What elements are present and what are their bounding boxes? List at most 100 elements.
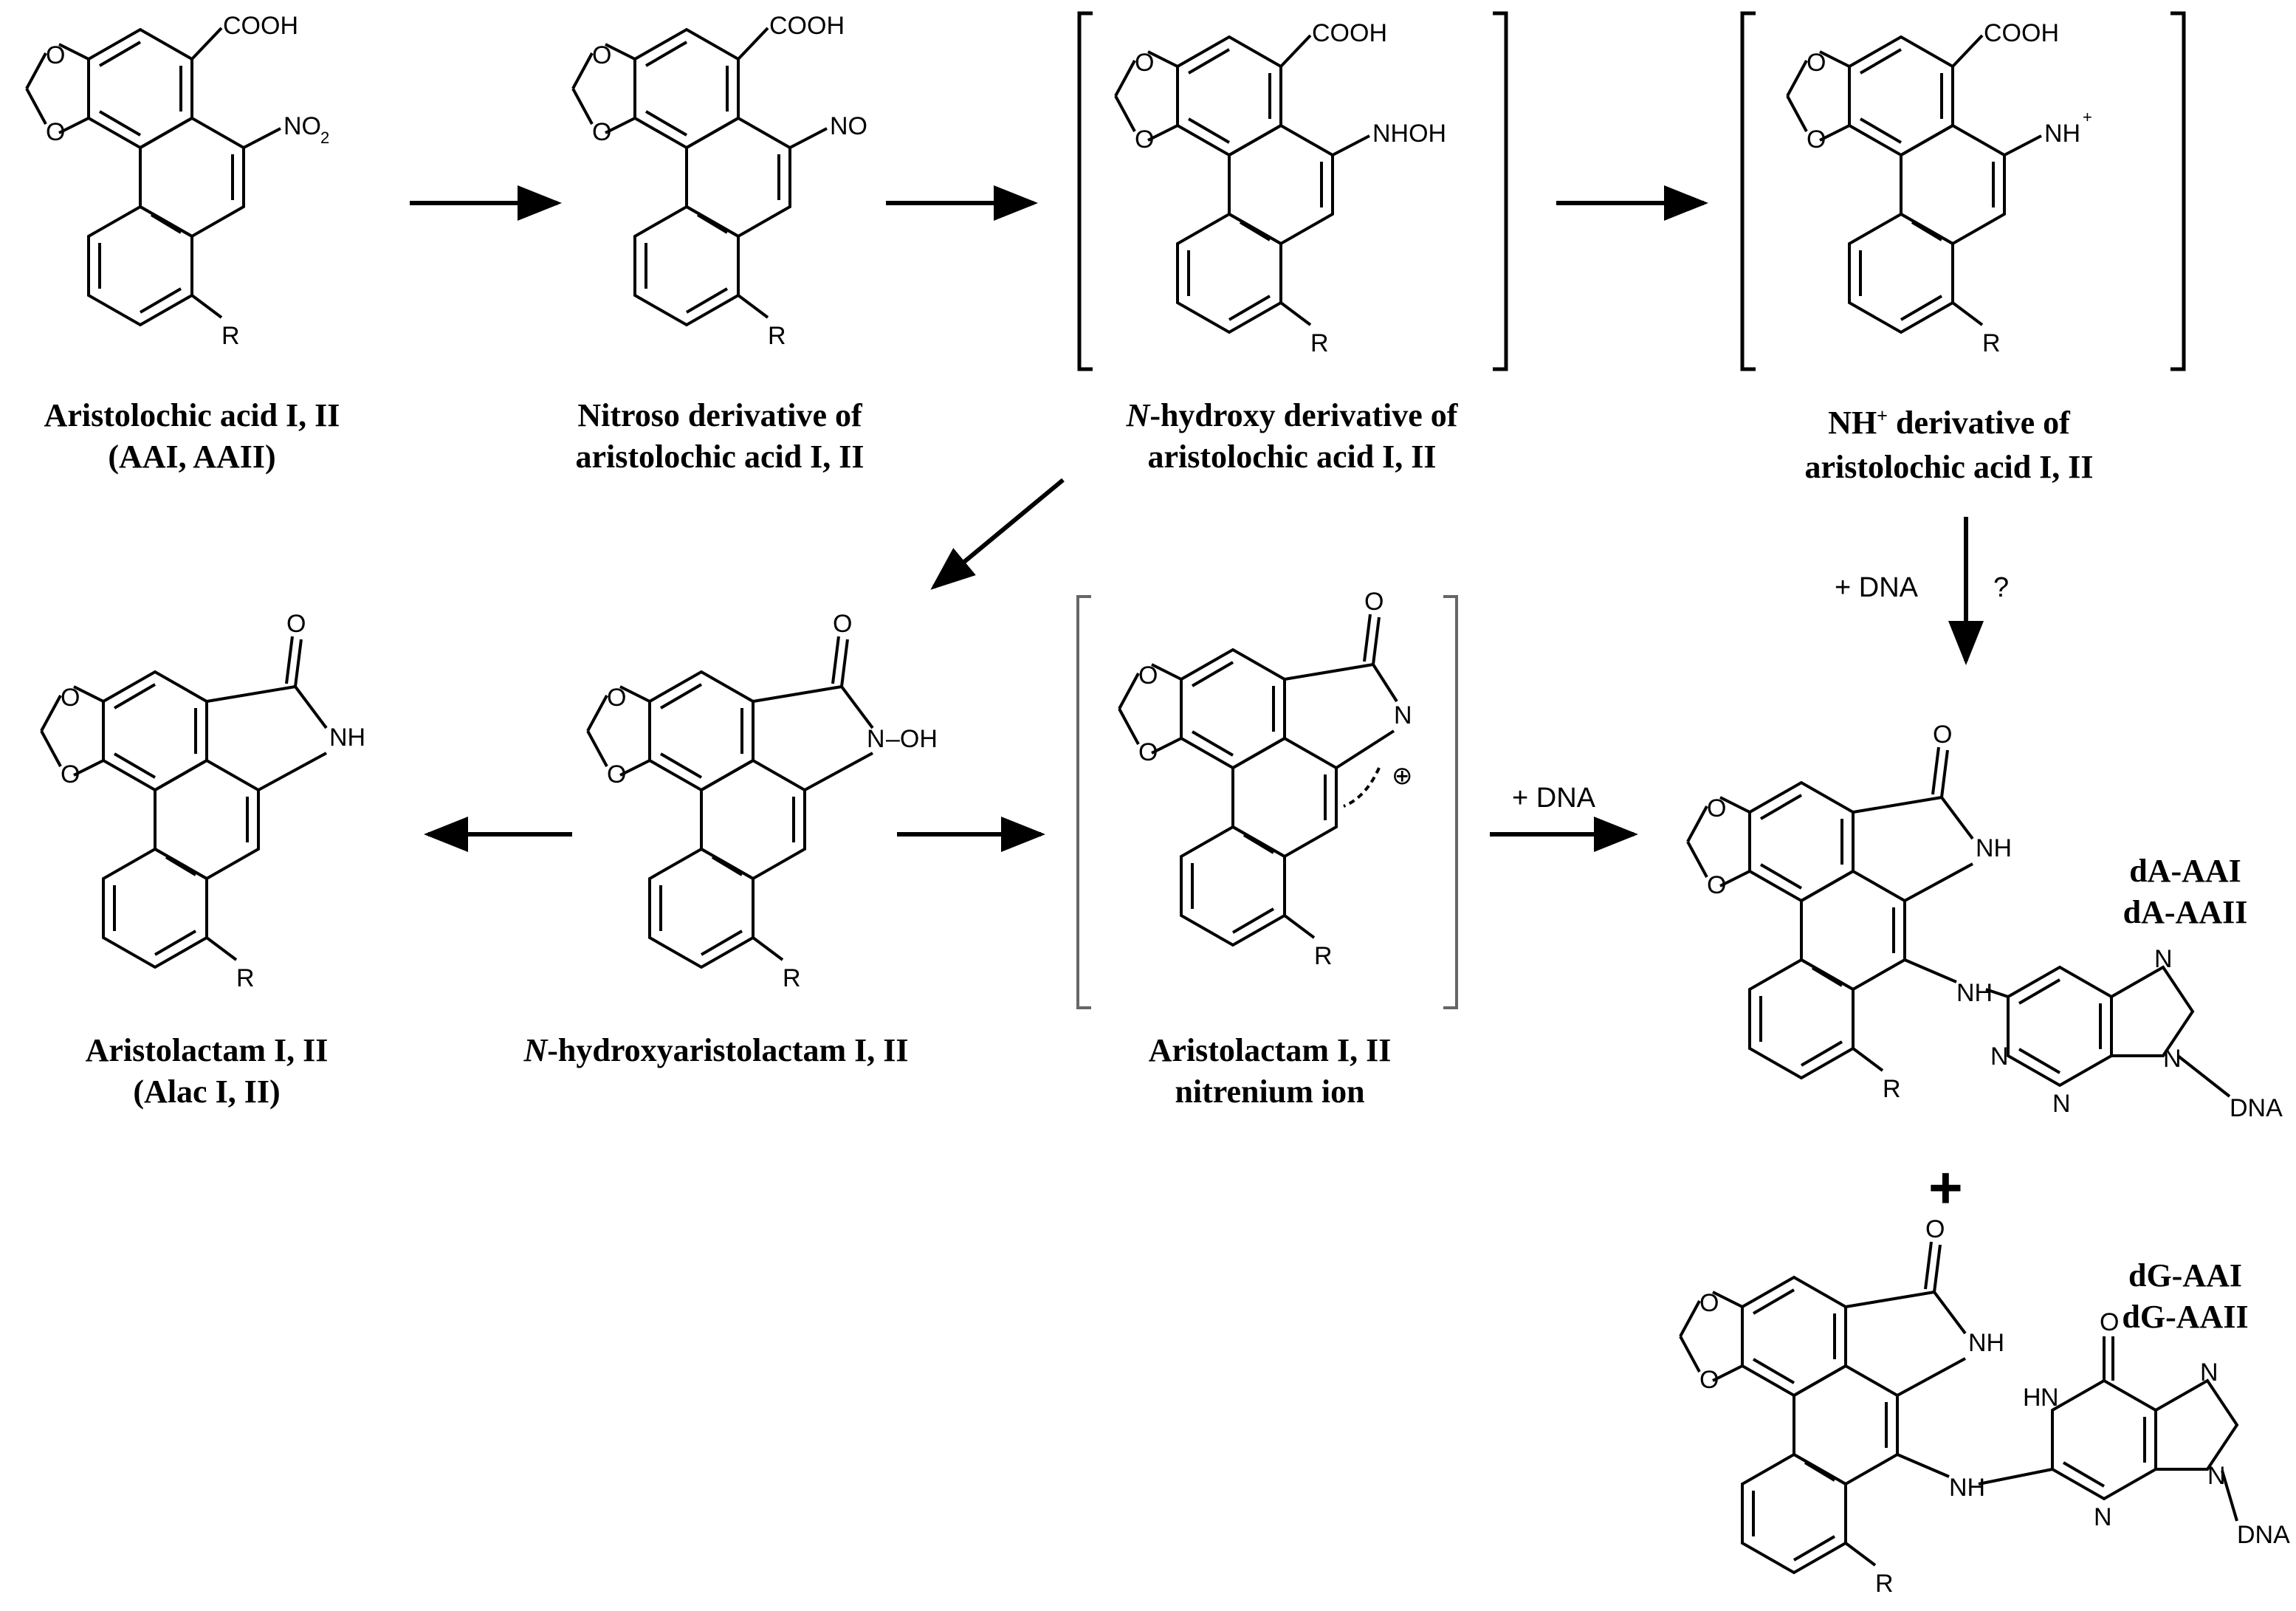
atom-n: N [1394, 701, 1412, 729]
molecule-nitrenium-ion: O O O N ⊕ R [1118, 588, 1413, 970]
molecule-dg-adduct: O O O NH NH O H N N N N DNA [1679, 1215, 2290, 1598]
bracket-left-nhplus [1740, 11, 1756, 371]
atom-o-carbonyl: O [1364, 588, 1384, 616]
atom-no2-subscript: 2 [320, 128, 329, 147]
atom-n-hydroxy: N [867, 725, 885, 753]
caption-n-hydroxy-italic-n: N [1126, 397, 1150, 433]
atom-nh-plus-charge: + [2083, 108, 2092, 126]
atom-o-2: O [1699, 1366, 1719, 1394]
caption-nitrenium-line1: Aristolactam I, II [1148, 1032, 1392, 1068]
caption-nitroso-line1: Nitroso derivative of [577, 397, 862, 433]
plus-between-adducts: + [1928, 1155, 1963, 1220]
atom-r: R [1883, 1075, 1901, 1103]
caption-n-hydroxy-derivative: N-hydroxy derivative of aristolochic aci… [1063, 395, 1521, 478]
atom-o-1: O [607, 684, 626, 712]
label-dg-aai: dG-AAI [2128, 1257, 2243, 1294]
atom-o-2: O [1707, 871, 1726, 899]
atom-n7: N [2200, 1358, 2218, 1387]
atom-o-2: O [46, 118, 65, 146]
atom-o-2: O [592, 118, 611, 146]
caption-n-hydroxyaristolactam-line1: N-hydroxyaristolactam I, II [472, 1030, 960, 1071]
atom-no: NO [830, 112, 867, 140]
atom-n7: N [2154, 945, 2173, 973]
molecule-aristolochic-acid: O O COOH NO 2 R [25, 12, 329, 350]
atom-n3: N [1990, 1042, 2009, 1071]
label-dg-adducts: dG-AAI dG-AAII [2089, 1255, 2281, 1338]
caption-nh-plus-rest: derivative of [1888, 405, 2070, 441]
caption-aristolactam-line1: Aristolactam I, II [85, 1032, 329, 1068]
atom-o-2: O [1135, 126, 1154, 154]
atom-positive-charge: ⊕ [1392, 762, 1413, 790]
caption-nitrenium-line2: nitrenium ion [1175, 1074, 1365, 1110]
atom-r: R [1875, 1570, 1894, 1598]
atom-o-carbonyl: O [286, 610, 306, 638]
atom-o-2: O [61, 760, 80, 789]
atom-n1: N [2052, 1090, 2071, 1118]
atom-o-1: O [46, 41, 65, 69]
atom-cooh: COOH [223, 12, 298, 40]
atom-nhoh: NHOH [1372, 120, 1446, 148]
atom-n9: N [2163, 1045, 2182, 1073]
label-da-aaii: dA-AAII [2123, 894, 2248, 930]
atom-o-1: O [1707, 794, 1726, 822]
caption-n-hydroxyaristolactam-italic-n: N [523, 1032, 548, 1068]
atom-r: R [783, 964, 801, 992]
atom-nh: NH [329, 724, 365, 752]
caption-nitrenium-ion: Aristolactam I, II nitrenium ion [1078, 1030, 1462, 1113]
atom-no2: NO [283, 112, 321, 140]
caption-nh-plus-main: NH [1828, 405, 1877, 441]
atom-r: R [1310, 329, 1329, 357]
caption-n-hydroxy-line2: aristolochic acid I, II [1147, 439, 1437, 475]
atom-r: R [236, 964, 255, 992]
caption-aristolochic-acid-line2: (AAI, AAII) [108, 439, 276, 475]
atom-o-1: O [1807, 49, 1826, 77]
atom-r: R [1982, 329, 2001, 357]
label-question-mark: ? [1993, 572, 2009, 603]
atom-o-2: O [607, 760, 626, 789]
molecule-da-adduct: O O O NH NH N N N N DNA R [1686, 721, 2283, 1122]
atom-n1: N [2041, 1384, 2059, 1412]
atom-o-guanine: O [2100, 1308, 2119, 1336]
caption-n-hydroxyaristolactam: N-hydroxyaristolactam I, II [472, 1030, 960, 1071]
atom-nh-link: NH [1949, 1474, 1985, 1502]
bracket-right-nhydroxy [1493, 11, 1508, 371]
atom-n3: N [2094, 1503, 2112, 1531]
caption-aristolochic-acid-line1: Aristolochic acid I, II [44, 397, 340, 433]
caption-nh-plus-derivative: NH+ derivative of aristolochic acid I, I… [1757, 401, 2141, 490]
molecule-n-hydroxyaristolactam: O O O N –OH R [586, 610, 938, 992]
atom-o-1: O [1699, 1289, 1719, 1317]
arrow-nhydroxy-to-nhydroxylactam [930, 478, 1065, 590]
bracket-right-nitrenium [1443, 595, 1458, 1009]
caption-nitroso-derivative: Nitroso derivative of aristolochic acid … [528, 395, 912, 478]
molecule-nitroso-derivative: O O COOH NO R [571, 12, 867, 350]
atom-dna: DNA [2237, 1521, 2290, 1549]
atom-oh: –OH [886, 725, 938, 753]
label-da-aai: dA-AAI [2129, 853, 2241, 889]
atom-nh-link: NH [1956, 979, 1993, 1007]
caption-nh-plus-sup: + [1877, 405, 1888, 427]
label-dg-aaii: dG-AAII [2122, 1299, 2249, 1335]
atom-r: R [221, 322, 240, 350]
caption-n-hydroxy-rest: -hydroxy derivative of [1149, 397, 1458, 433]
atom-o-2: O [1807, 126, 1826, 154]
bracket-left-nhydroxy [1077, 11, 1093, 371]
label-da-adducts: dA-AAI dA-AAII [2089, 851, 2281, 933]
caption-aristolochic-acid: Aristolochic acid I, II (AAI, AAII) [0, 395, 384, 478]
atom-nh-lactam: NH [1968, 1329, 2004, 1357]
molecule-n-hydroxy-derivative: O O COOH NHOH R [1114, 19, 1446, 357]
atom-cooh: COOH [769, 12, 845, 40]
caption-nh-plus-line1: NH+ derivative of [1757, 401, 2141, 445]
atom-r: R [768, 322, 786, 350]
atom-dna: DNA [2230, 1094, 2283, 1122]
atom-r: R [1314, 942, 1333, 970]
atom-nh-lactam: NH [1976, 834, 2012, 862]
caption-n-hydroxyaristolactam-rest: -hydroxyaristolactam I, II [547, 1032, 909, 1068]
atom-nh: NH [2044, 120, 2080, 148]
caption-aristolactam: Aristolactam I, II (Alac I, II) [15, 1030, 399, 1113]
atom-o-1: O [1138, 662, 1158, 690]
atom-o-1: O [1135, 49, 1154, 77]
atom-o-carbonyl: O [833, 610, 852, 638]
atom-cooh: COOH [1984, 19, 2059, 47]
